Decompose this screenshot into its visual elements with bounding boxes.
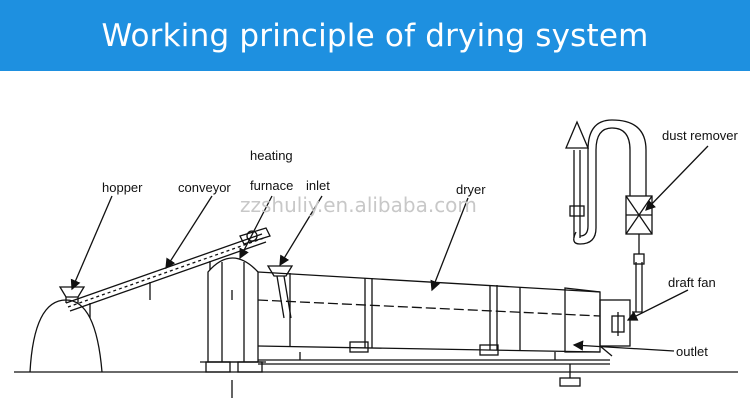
dryer-frame (258, 341, 610, 387)
leader-inlet (279, 195, 323, 267)
heating-furnace (200, 257, 266, 398)
leader-outlet (572, 340, 675, 352)
leader-hopper (70, 195, 113, 291)
label-draft-fan: draft fan (668, 275, 716, 290)
leader-dust-remover (645, 145, 709, 211)
leader-conveyor (165, 195, 213, 270)
rotary-dryer-drum (257, 271, 601, 360)
label-conveyor: conveyor (178, 180, 231, 195)
outlet-hood (599, 299, 631, 357)
exhaust-duct (632, 234, 645, 313)
label-heating: heating (250, 148, 293, 163)
page-title: Working principle of drying system (101, 17, 649, 54)
title-banner: Working principle of drying system (0, 0, 750, 71)
label-furnace: furnace (250, 178, 293, 193)
leader-dryer (430, 197, 469, 292)
label-outlet: outlet (676, 344, 708, 359)
leader-draft-fan (626, 289, 689, 321)
drying-system-diagram: zzshuliy.en.alibaba.com hopper conveyor … (14, 119, 739, 398)
label-dust-remover: dust remover (662, 128, 739, 143)
label-hopper: hopper (102, 180, 143, 195)
watermark: zzshuliy.en.alibaba.com (240, 193, 477, 217)
material-pile (29, 299, 103, 373)
label-inlet: inlet (306, 178, 330, 193)
exhaust-chimney (565, 120, 589, 238)
label-dryer: dryer (456, 182, 486, 197)
leader-furnace (239, 195, 273, 260)
conveyor-belt (65, 227, 271, 318)
dust-remover (573, 119, 653, 245)
